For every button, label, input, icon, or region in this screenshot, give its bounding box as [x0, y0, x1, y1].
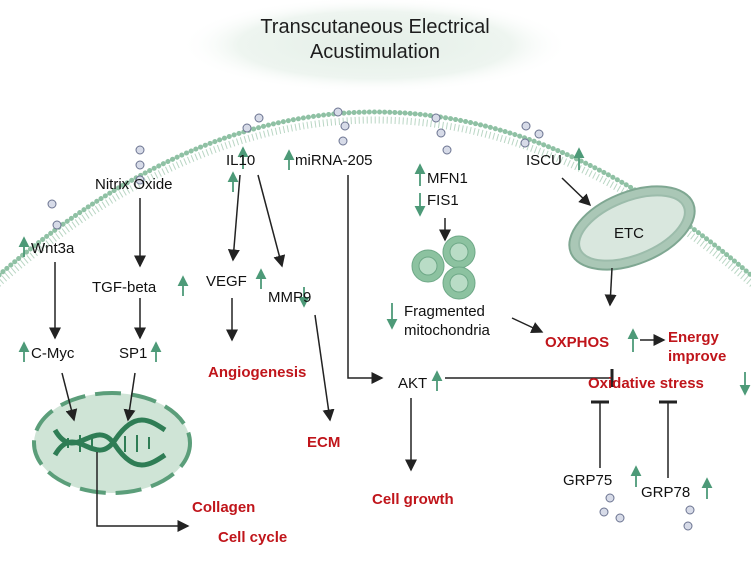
- node-grp75: GRP75: [563, 472, 612, 489]
- node-mirna-205: miRNA-205: [295, 152, 373, 169]
- node-vegf: VEGF: [206, 273, 247, 290]
- node-fis1: FIS1: [427, 192, 459, 209]
- node-iscu: ISCU: [526, 152, 562, 169]
- nucleus-dna: [32, 391, 192, 495]
- outcome-cell-cycle: Cell cycle: [218, 529, 287, 546]
- outcome-cell-growth: Cell growth: [372, 491, 454, 508]
- title-glow: [180, 0, 570, 93]
- node-grp78: GRP78: [641, 484, 690, 501]
- node-mfn1: MFN1: [427, 170, 468, 187]
- node-mmp9: MMP9: [268, 289, 311, 306]
- title-line2: Acustimulation: [310, 41, 440, 63]
- node-il10: IL10: [226, 152, 255, 169]
- outcome-ecm: ECM: [307, 434, 340, 451]
- outcome-oxidative-stress: Oxidative stress: [588, 375, 704, 392]
- regulation-arrows: [18, 146, 751, 499]
- outcome-angiogenesis: Angiogenesis: [208, 364, 306, 381]
- node-cmyc: C-Myc: [31, 345, 75, 362]
- title-line1: Transcutaneous Electrical: [260, 16, 489, 38]
- node-akt: AKT: [398, 375, 427, 392]
- fragmented-mitochondria-icon: [411, 235, 476, 300]
- outcome-collagen: Collagen: [192, 499, 255, 516]
- node-wnt3a: Wnt3a: [31, 240, 75, 257]
- outcome-improve: improve: [668, 348, 726, 365]
- node-etc: ETC: [614, 225, 644, 242]
- node-sp1: SP1: [119, 345, 147, 362]
- node-fragmented: Fragmented: [404, 303, 485, 320]
- outcome-energy: Energy: [668, 329, 720, 346]
- node-mitochondria: mitochondria: [404, 322, 491, 339]
- node-nitrix-oxide: Nitrix Oxide: [95, 176, 173, 193]
- node-tgf-beta: TGF-beta: [92, 279, 157, 296]
- outcome-oxphos: OXPHOS: [545, 334, 609, 351]
- mitochondrion-icon: [568, 185, 696, 271]
- pathway-arrows: [49, 174, 677, 532]
- signal-molecules: [47, 107, 695, 531]
